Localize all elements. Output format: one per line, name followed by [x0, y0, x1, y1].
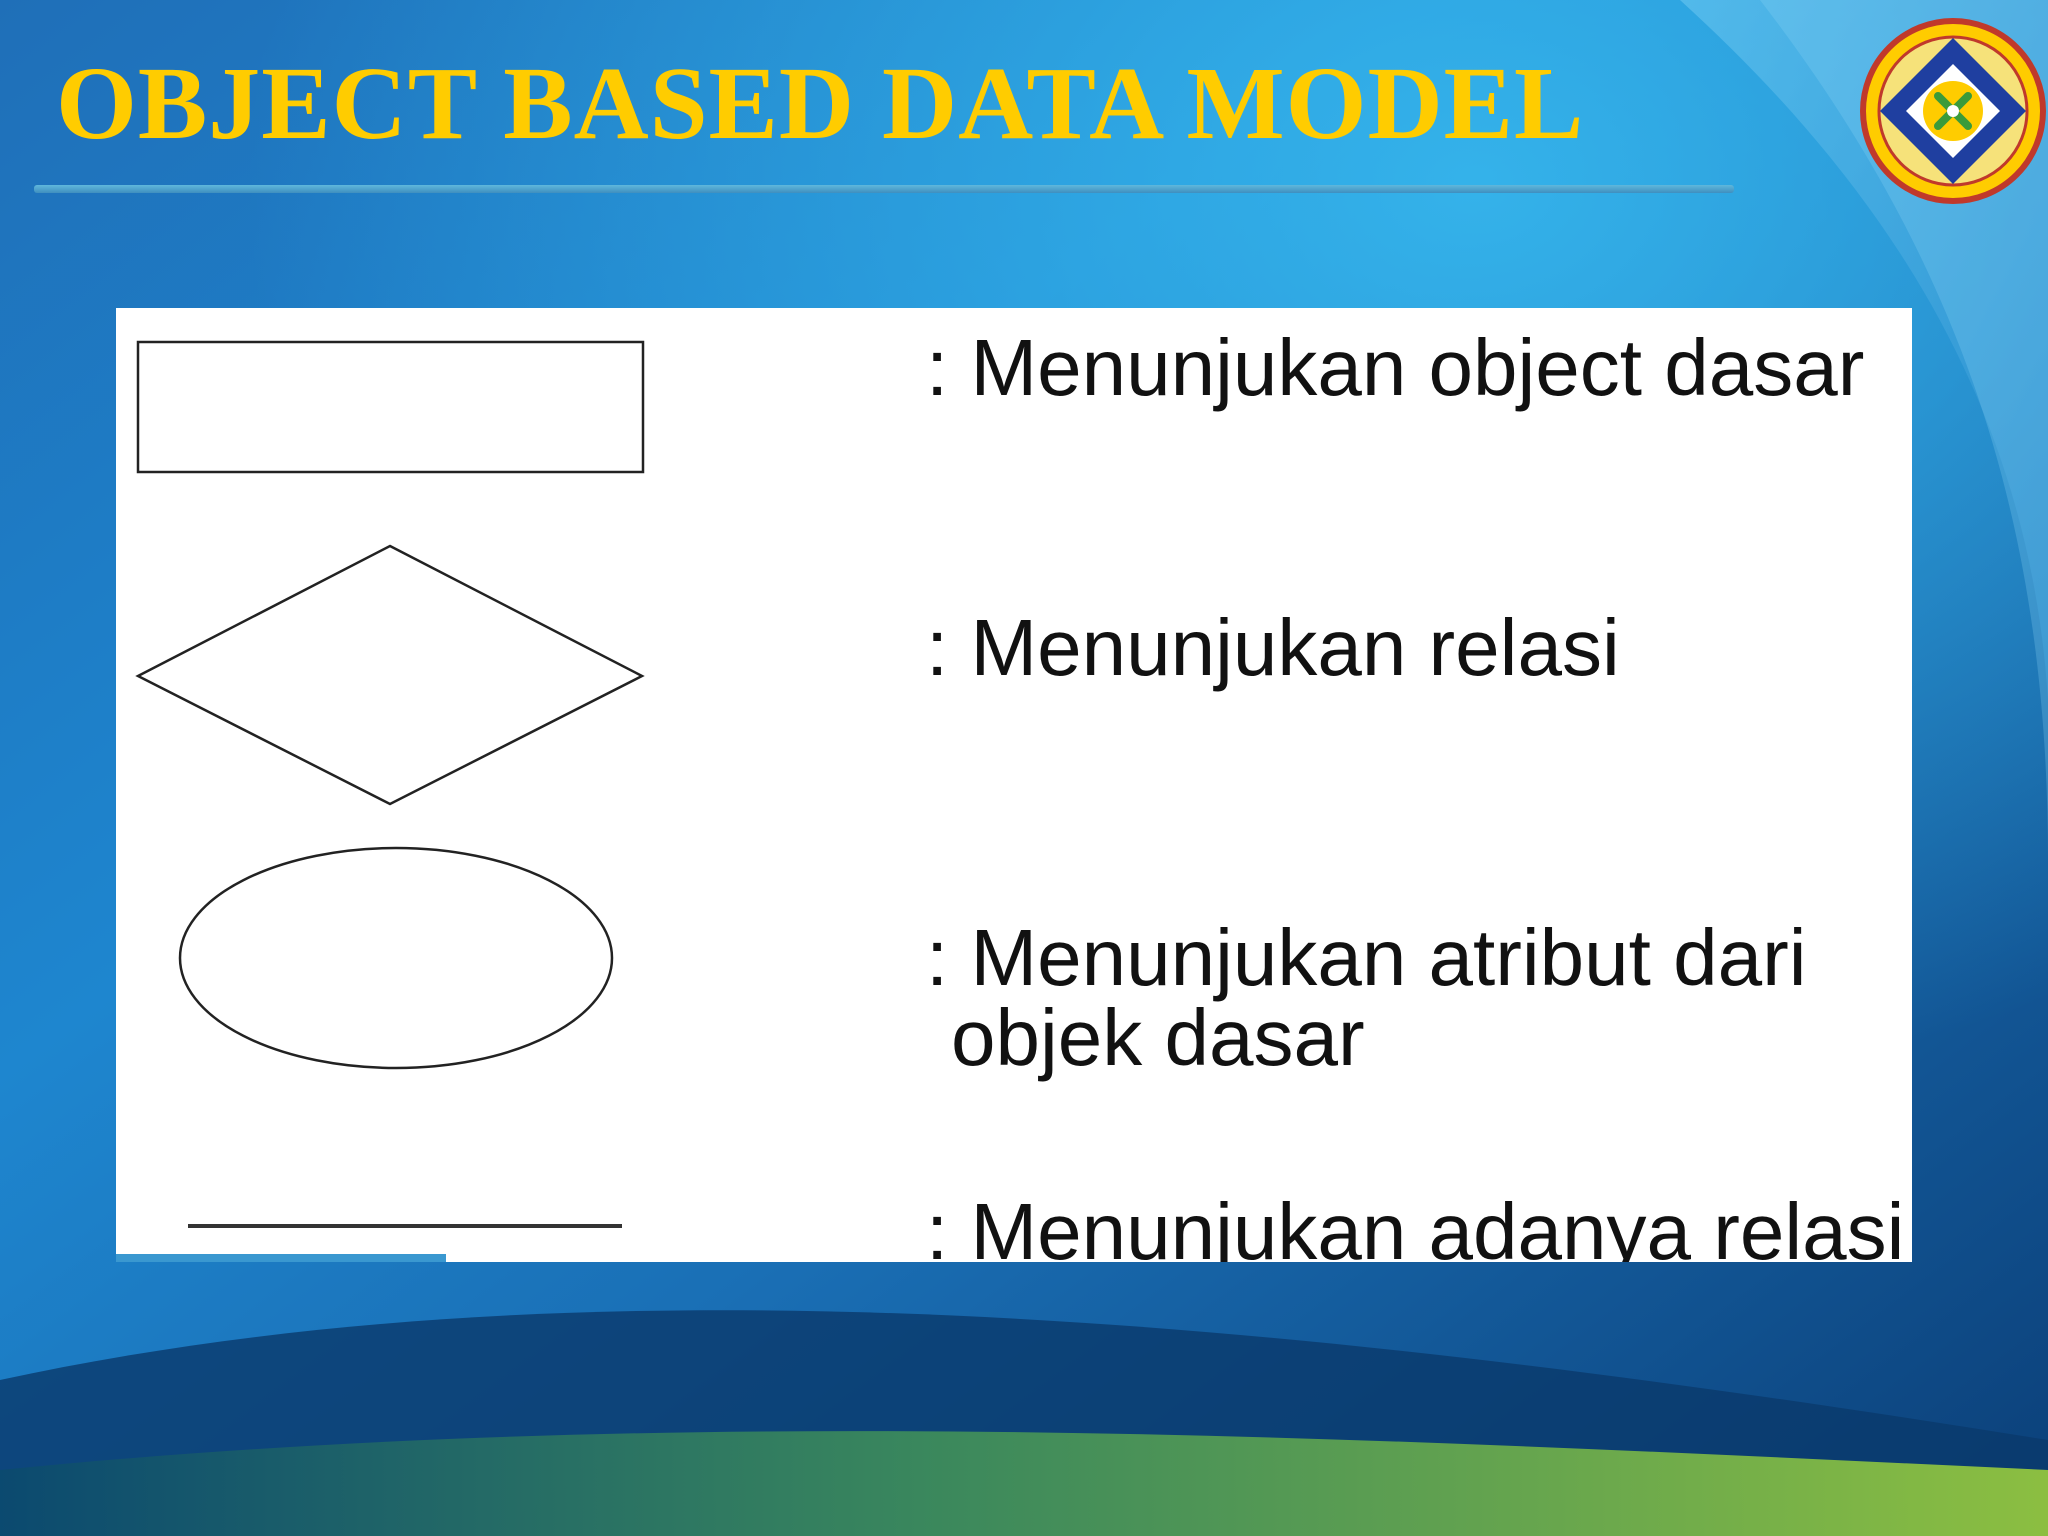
legend-label-link: : Menunjukan adanya relasi — [926, 1187, 1905, 1263]
slide-title: OBJECT BASED DATA MODEL — [56, 46, 1585, 161]
legend-label-attribute: : Menunjukan atribut dari — [926, 913, 1807, 1002]
legend-label-attribute-line2: objek dasar — [951, 993, 1365, 1082]
title-underline — [34, 185, 1734, 193]
legend-panel: : Menunjukan object dasar : Menunjukan r… — [116, 308, 1912, 1262]
ellipse-icon — [178, 846, 614, 1070]
panel-accent-strip — [116, 1254, 446, 1262]
legend-label-object: : Menunjukan object dasar — [926, 323, 1865, 412]
diamond-icon — [135, 544, 645, 806]
legend-label-relation: : Menunjukan relasi — [926, 603, 1620, 692]
university-seal-icon — [1860, 18, 2046, 204]
rectangle-icon — [136, 340, 645, 474]
